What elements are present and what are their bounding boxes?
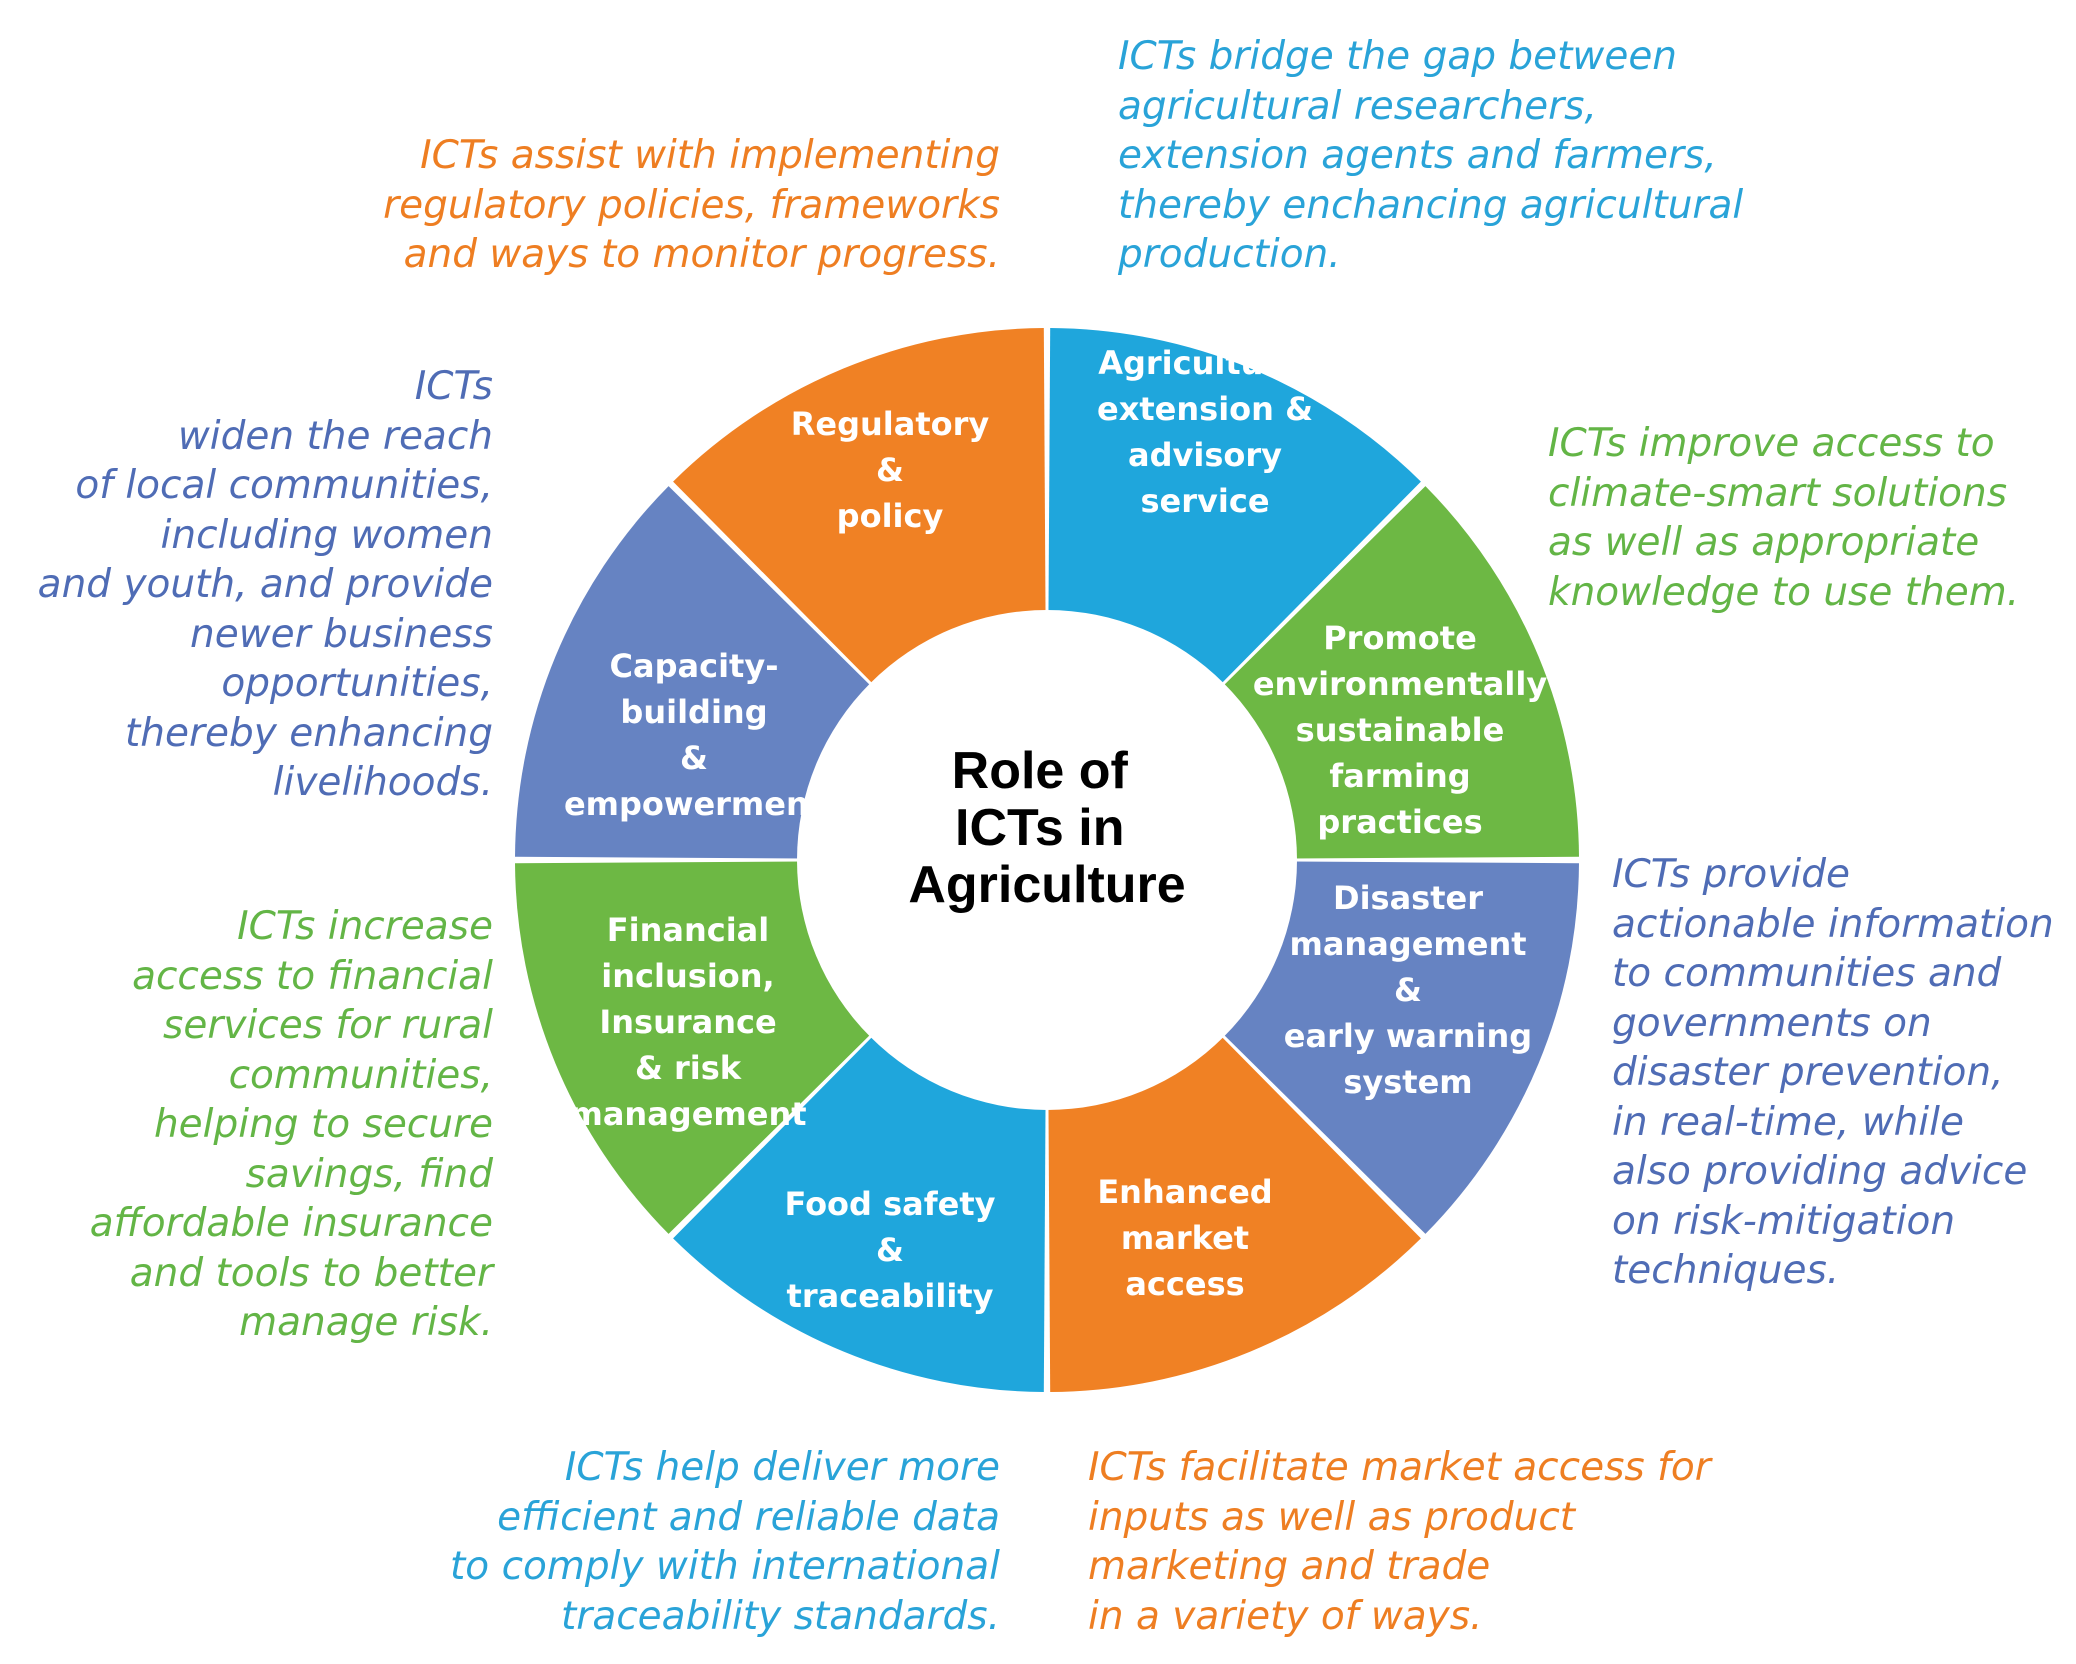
segment-label-line: Capacity- <box>610 647 779 685</box>
segment-label-line: management <box>569 1095 806 1133</box>
segment-label-agricultural-extension: Agricultural extension & advisory service <box>1097 344 1313 520</box>
segment-label-financial-inclusion: Financial inclusion, Insurance & risk manage… <box>569 911 806 1133</box>
segment-label-capacity-building: Capacity-building & empowerment <box>564 647 824 823</box>
segment-label-disaster-management: Disaster management & early warning system <box>1284 879 1532 1101</box>
segment-label-line: service <box>1140 482 1269 520</box>
callout-regulatory: ICTs assist with implementing regulatory… <box>383 133 1000 277</box>
segment-label-environmental-farming: Promote environmentally sustainable farming… <box>1253 619 1548 841</box>
callout-climate: ICTs improve access to climate-smart sol… <box>1548 421 2020 615</box>
callout-traceability: ICTs help deliver more efficient and rel… <box>450 1445 1000 1639</box>
segment-label-line: Agricultural <box>1098 344 1312 382</box>
center-title-line-3: Agriculture <box>908 856 1185 914</box>
segment-label-line: Enhanced <box>1097 1173 1272 1211</box>
center-hub <box>797 610 1297 1110</box>
segment-label-line: & <box>876 451 904 489</box>
segment-label-line: access <box>1125 1265 1244 1303</box>
callout-extension: ICTs bridge the gap between agricultural… <box>1118 34 1744 277</box>
segment-label-line: early warning <box>1284 1017 1532 1055</box>
callout-capacity: ICTs widen the reach of local communitie… <box>37 364 493 805</box>
segment-label-line: & <box>680 739 708 777</box>
callout-market: ICTs facilitate market access for inputs… <box>1088 1445 1711 1639</box>
segment-label-line: practices <box>1317 803 1482 841</box>
segment-label-line: environmentally <box>1253 665 1548 703</box>
segment-label-line: empowerment <box>564 785 824 823</box>
segment-label-line: Financial <box>607 911 769 949</box>
segment-label-line: & <box>1394 971 1422 1009</box>
segment-label-line: & risk <box>635 1049 742 1087</box>
segment-label-line: Regulatory <box>791 405 990 443</box>
segment-label-regulatory-policy: Regulatory & policy <box>791 405 990 535</box>
segment-label-line: traceability <box>787 1277 994 1315</box>
segment-label-line: Insurance <box>599 1003 776 1041</box>
segment-label-food-safety: Food safety & traceability <box>785 1185 996 1315</box>
segment-label-line: inclusion, <box>601 957 774 995</box>
segment-label-line: advisory <box>1128 436 1282 474</box>
segment-label-line: management <box>1289 925 1526 963</box>
segment-label-line: sustainable <box>1296 711 1505 749</box>
center-title-line-2: ICTs in <box>955 799 1124 857</box>
callout-financial: ICTs increase access to financial servic… <box>89 904 493 1345</box>
segment-label-line: Food safety <box>785 1185 996 1223</box>
center-title: Role of ICTs in Agriculture <box>908 742 1185 914</box>
center-title-line-1: Role of <box>952 742 1129 800</box>
segment-label-line: Promote <box>1323 619 1477 657</box>
segment-label-line: & <box>876 1231 904 1269</box>
segment-label-line: policy <box>837 497 944 535</box>
segment-label-line: market <box>1121 1219 1249 1257</box>
segment-label-line: extension & <box>1097 390 1313 428</box>
segment-label-line: farming <box>1329 757 1470 795</box>
segment-label-line: building <box>620 693 767 731</box>
segment-label-market-access: Enhanced market access <box>1097 1173 1272 1303</box>
segment-label-line: system <box>1343 1063 1472 1101</box>
callout-disaster: ICTs provide actionable information to c… <box>1612 852 2054 1293</box>
segment-label-line: Disaster <box>1333 879 1483 917</box>
